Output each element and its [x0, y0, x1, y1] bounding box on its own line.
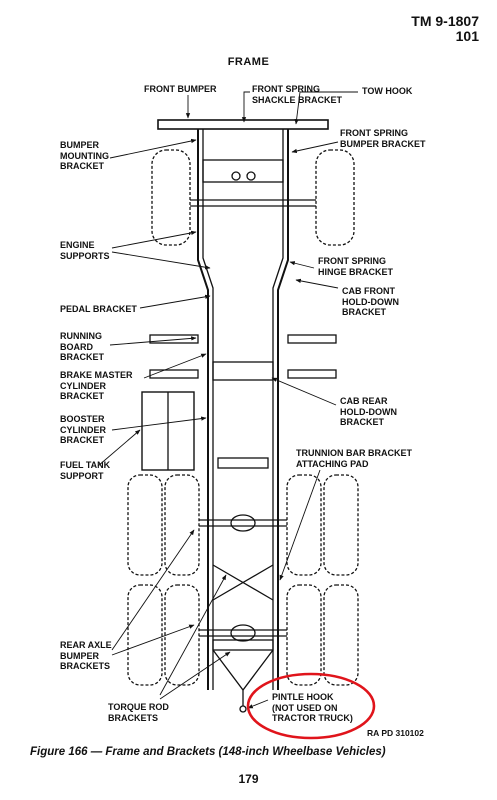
- label-pedal-bracket: PEDAL BRACKET: [60, 304, 137, 314]
- label-fuel-tank: FUEL TANK SUPPORT: [60, 460, 111, 481]
- label-tow-hook: TOW HOOK: [362, 86, 413, 96]
- label-running-board: RUNNING BOARD BRACKET: [60, 331, 104, 362]
- label-front-spring-shackle: FRONT SPRING SHACKLE BRACKET: [252, 84, 342, 105]
- leader-spring-bumper: [291, 141, 339, 154]
- front-left-wheel: [151, 149, 191, 246]
- label-booster-cylinder: BOOSTER CYLINDER BRACKET: [60, 414, 107, 445]
- label-pintle-hook: PINTLE HOOK (NOT USED ON TRACTOR TRUCK): [272, 692, 353, 723]
- doc-number: TM 9-1807: [411, 13, 479, 29]
- label-trunnion-bar: TRUNNION BAR BRACKET ATTACHING PAD: [296, 448, 412, 469]
- diagram-title: FRAME: [227, 56, 270, 68]
- leader-tow-hook: [294, 91, 358, 125]
- cab-rear-crossmember: [212, 361, 274, 381]
- pintle-hook-highlight: [246, 672, 376, 740]
- leader-cab-rear: [271, 377, 337, 406]
- label-cab-front: CAB FRONT HOLD-DOWN BRACKET: [342, 286, 399, 317]
- label-engine-supports: ENGINE SUPPORTS: [60, 240, 110, 261]
- page-header: TM 9-1807 101: [411, 14, 479, 44]
- rear-left-wheel-1: [127, 474, 163, 576]
- leader-trunnion: [279, 469, 321, 581]
- label-torque-rod: TORQUE ROD BRACKETS: [108, 702, 169, 723]
- label-rear-axle-bumper: REAR AXLE BUMPER BRACKETS: [60, 640, 112, 671]
- label-front-spring-bumper: FRONT SPRING BUMPER BRACKET: [340, 128, 426, 149]
- leader-hinge: [289, 261, 315, 269]
- leader-pedal: [139, 294, 211, 309]
- ra-pd-number: RA PD 310102: [367, 728, 424, 738]
- front-crossmember: [202, 159, 284, 183]
- leader-booster: [111, 416, 207, 431]
- leader-running-board: [109, 336, 197, 346]
- page-ref: 101: [455, 28, 479, 44]
- front-right-wheel: [315, 149, 355, 246]
- left-frame-rail: [197, 129, 209, 690]
- leader-pintle: [247, 699, 269, 709]
- right-frame-rail: [277, 129, 289, 690]
- rear-right-wheel-1: [286, 474, 322, 576]
- pintle-hook: [239, 705, 247, 713]
- label-front-spring-hinge: FRONT SPRING HINGE BRACKET: [318, 256, 394, 277]
- leader-shackle: [241, 91, 250, 123]
- leader-cab-front: [295, 278, 339, 289]
- front-bumper: [157, 119, 329, 130]
- page-number: 179: [238, 772, 259, 786]
- leader-bumper-mounting: [109, 138, 197, 159]
- label-front-bumper: FRONT BUMPER: [144, 84, 217, 94]
- figure-caption: Figure 166 — Frame and Brackets (148-inc…: [30, 746, 386, 758]
- leader-brake-master: [143, 353, 207, 379]
- leader-fuel-tank: [97, 429, 141, 467]
- label-bumper-mounting: BUMPER MOUNTING BRACKET: [60, 140, 109, 171]
- label-cab-rear: CAB REAR HOLD-DOWN BRACKET: [340, 396, 397, 427]
- label-brake-master: BRAKE MASTER CYLINDER BRACKET: [60, 370, 133, 401]
